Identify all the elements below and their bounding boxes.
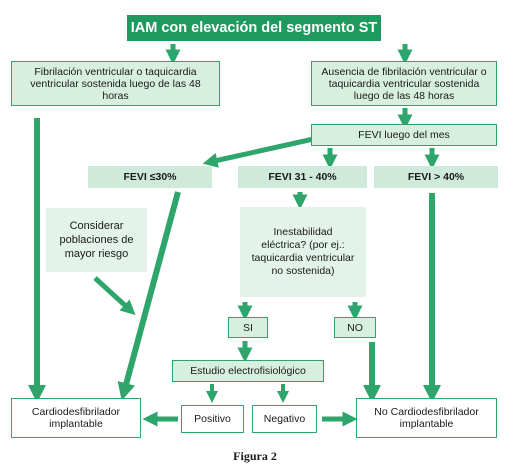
fevi-high-box: FEVI > 40% bbox=[374, 166, 498, 188]
title-box: IAM con elevación del segmento ST bbox=[127, 15, 381, 41]
si-box: SI bbox=[228, 317, 268, 338]
arrow-consider bbox=[93, 276, 136, 316]
arrow-fevi-to-low bbox=[202, 135, 319, 168]
fevi-mid-box: FEVI 31 - 40% bbox=[238, 166, 367, 188]
figure-caption: Figura 2 bbox=[233, 449, 277, 463]
no-icd-box: No Cardiodesfibrilador implantable bbox=[356, 398, 497, 438]
positive-box: Positivo bbox=[181, 405, 244, 433]
study-box: Estudio electrofisiológico bbox=[172, 360, 324, 382]
no-box: NO bbox=[334, 317, 376, 338]
icd-box: Cardiodesfibrilador implantable bbox=[11, 398, 141, 438]
left-top-box: Fibrilación ventricular o taquicardia ve… bbox=[11, 61, 220, 106]
right-top-box: Ausencia de fibrilación ventricular o ta… bbox=[311, 61, 497, 106]
negative-box: Negativo bbox=[252, 405, 317, 433]
arrow-low-to-icd bbox=[117, 191, 181, 401]
fevi-low-box: FEVI ≤30% bbox=[88, 166, 212, 188]
consider-box: Considerar poblaciones de mayor riesgo bbox=[46, 208, 147, 272]
instability-box: Inestabilidad eléctrica? (por ej.: taqui… bbox=[240, 207, 366, 297]
fevi-month-box: FEVI luego del mes bbox=[311, 124, 497, 146]
